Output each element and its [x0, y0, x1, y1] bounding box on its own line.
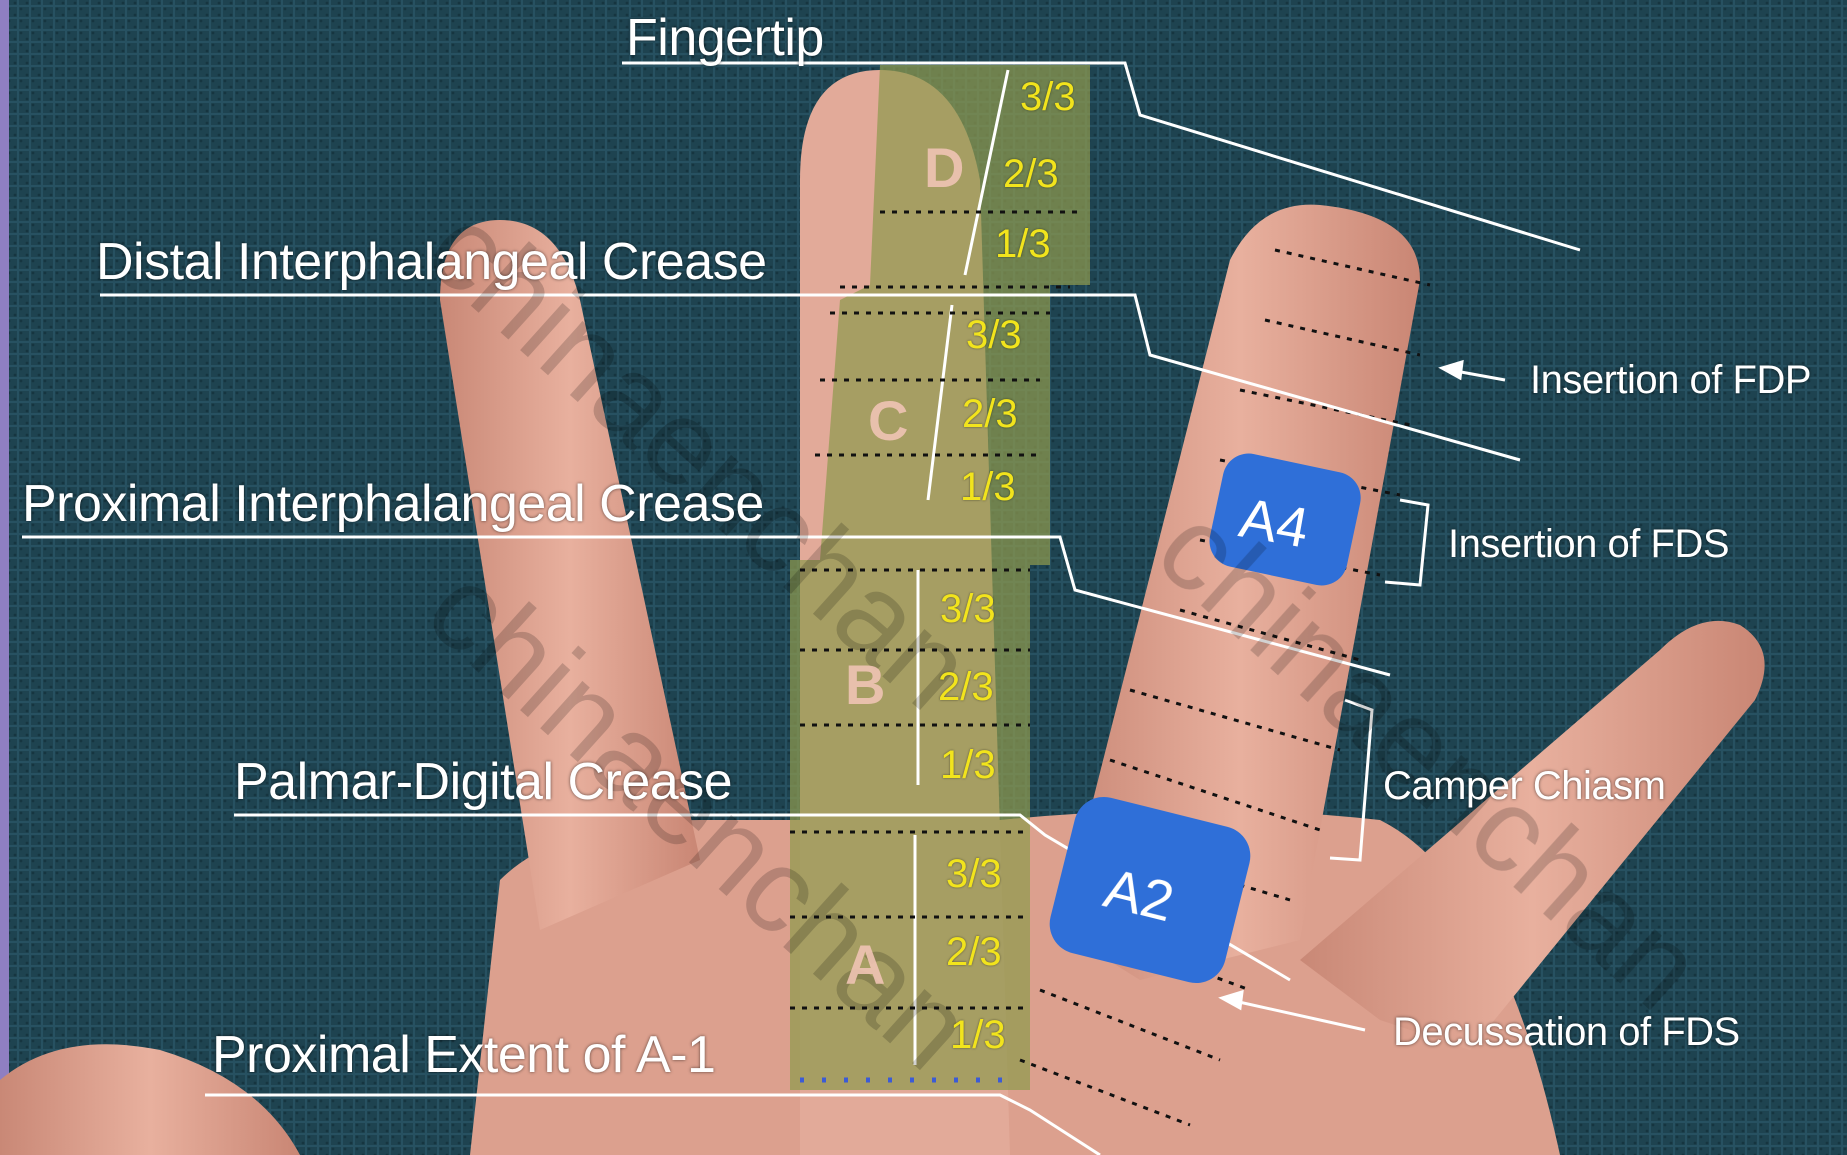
a4-pulley-label: A4 [1235, 485, 1314, 561]
fraction-c-1: 1/3 [960, 465, 1016, 510]
camper-chiasm-label: Camper Chiasm [1383, 764, 1665, 809]
proximal-a1-label: Proximal Extent of A-1 [212, 1025, 715, 1085]
insertion-fdp-label: Insertion of FDP [1530, 358, 1811, 403]
left-edge-bar [0, 0, 9, 1155]
dip-crease-label: Distal Interphalangeal Crease [96, 232, 767, 292]
zone-b-letter: B [845, 652, 885, 717]
fraction-d-1: 1/3 [995, 222, 1051, 267]
fraction-b-1: 1/3 [940, 743, 996, 788]
fraction-b-2: 2/3 [938, 665, 994, 710]
fraction-a-2: 2/3 [946, 930, 1002, 975]
fraction-c-3: 3/3 [966, 313, 1022, 358]
zone-d-letter: D [924, 135, 964, 200]
pip-crease-label: Proximal Interphalangeal Crease [22, 474, 764, 534]
decussation-fds-label: Decussation of FDS [1393, 1010, 1740, 1055]
insertion-fds-label: Insertion of FDS [1448, 522, 1729, 567]
fraction-d-3: 3/3 [1020, 75, 1076, 120]
zone-c-letter: C [868, 388, 908, 453]
palmar-digital-crease-label: Palmar-Digital Crease [234, 752, 732, 812]
fraction-b-3: 3/3 [940, 587, 996, 632]
fraction-c-2: 2/3 [962, 392, 1018, 437]
fraction-a-3: 3/3 [946, 852, 1002, 897]
fraction-d-2: 2/3 [1003, 152, 1059, 197]
fraction-a-1: 1/3 [950, 1013, 1006, 1058]
fingertip-label: Fingertip [626, 8, 824, 68]
zone-a-letter: A [845, 932, 885, 997]
